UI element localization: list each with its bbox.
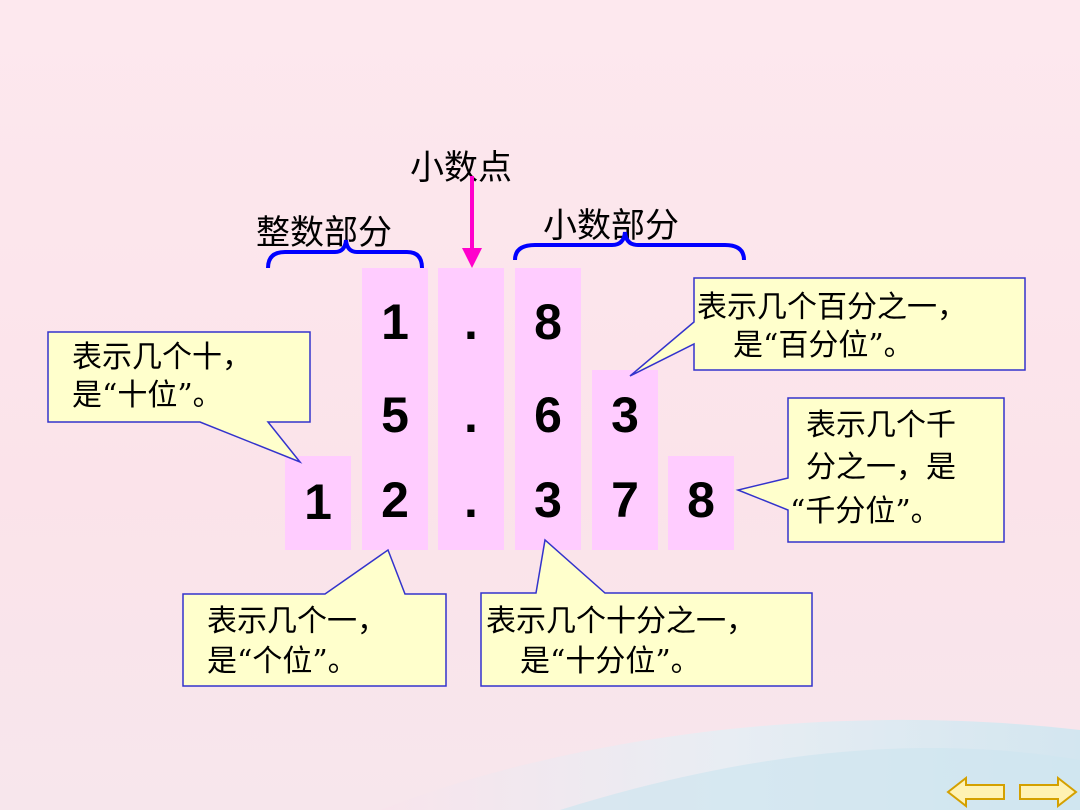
callout-ones-line-2: 是“个位”。: [207, 644, 358, 679]
digit: 8: [687, 472, 715, 528]
digit: 8: [534, 294, 562, 350]
integer-part-brace: [266, 239, 424, 269]
callout-ones: [182, 548, 447, 687]
column-tens: [285, 456, 351, 550]
prev-button[interactable]: [946, 776, 1006, 808]
callout-tens-line-1: 表示几个十，: [72, 340, 252, 375]
digit: 7: [611, 472, 639, 528]
callout-hundredths-line-2: 是“百分位”。: [733, 328, 914, 363]
column-tenths: [515, 268, 581, 550]
callout-thousandths-line-1: 表示几个千: [806, 408, 956, 443]
decimal-point-arrowhead: [462, 248, 482, 268]
column-hundredths: [592, 370, 658, 550]
callout-tenths-line-2: 是“十分位”。: [520, 644, 701, 679]
digit: 3: [611, 387, 639, 443]
arrow-right-icon: [1019, 776, 1078, 808]
digit: 5: [381, 387, 409, 443]
digit: 3: [534, 472, 562, 528]
decimal-dot: .: [464, 294, 478, 350]
integer-part-label: 整数部分: [256, 213, 392, 253]
callout-hundredths-line-1: 表示几个百分之一，: [697, 290, 967, 325]
decimal-part-label: 小数部分: [543, 206, 679, 246]
arrow-left-icon: [946, 776, 1005, 808]
callout-ones-line-1: 表示几个一，: [207, 604, 387, 639]
column-point: [438, 268, 504, 550]
decimal-dot: .: [464, 387, 478, 443]
callout-thousandths-line-3: “千分位”。: [790, 494, 941, 529]
digit: 1: [304, 474, 332, 530]
callout-tens-line-2: 是“十位”。: [72, 378, 223, 413]
next-button[interactable]: [1018, 776, 1078, 808]
digit: 1: [381, 294, 409, 350]
callout-tens: [47, 331, 311, 464]
decimal-dot: .: [464, 472, 478, 528]
callout-tenths-line-1: 表示几个十分之一，: [486, 604, 756, 639]
callout-tenths: [480, 538, 813, 687]
decimal-part-brace: [513, 231, 746, 261]
callout-hundredths: [629, 277, 1026, 377]
callout-thousandths-line-2: 分之一，是: [806, 450, 956, 485]
digit: 6: [534, 387, 562, 443]
decimal-point-label: 小数点: [410, 148, 512, 188]
column-ones: [362, 268, 428, 550]
callout-thousandths: [735, 397, 1005, 543]
column-thousandths: [668, 456, 734, 550]
digit: 2: [381, 472, 409, 528]
